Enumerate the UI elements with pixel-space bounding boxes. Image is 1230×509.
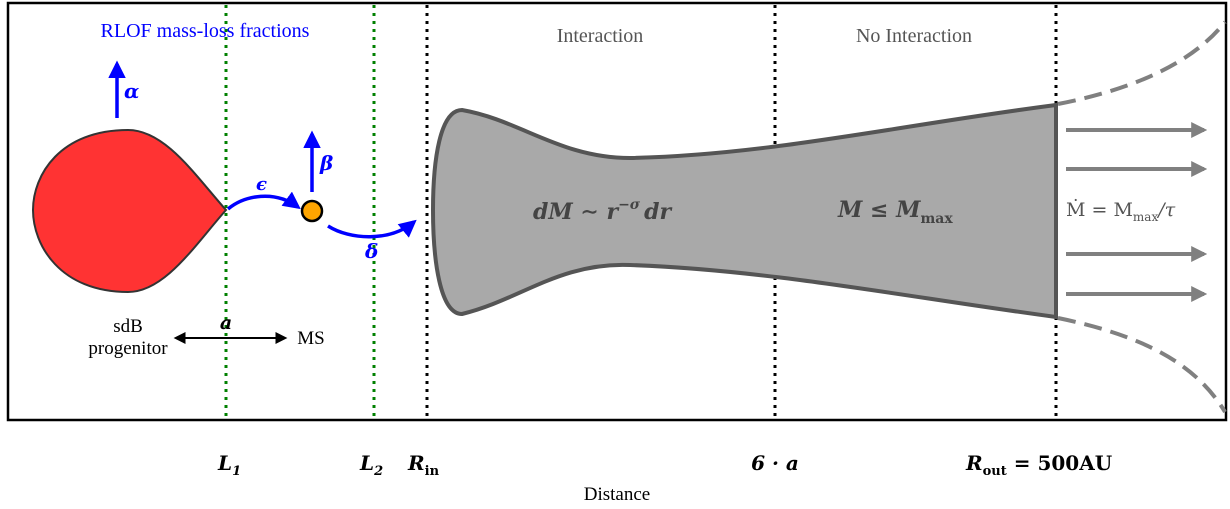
tick-r-in: Rin (407, 451, 440, 479)
epsilon-arrow (226, 191, 301, 211)
alpha-label: α (124, 79, 139, 103)
mass-limit: M ≤ Mmax (837, 197, 953, 227)
separation-label: a (220, 312, 232, 334)
interaction-label: Interaction (557, 25, 644, 47)
epsilon-label: ϵ (256, 174, 267, 195)
tick-six-a: 6 · a (751, 451, 799, 475)
delta-label: δ (364, 239, 378, 263)
sdb-label: sdB (113, 316, 143, 337)
ms-label: MS (297, 328, 324, 349)
lower-flare (1057, 316, 1227, 414)
progenitor-label: progenitor (88, 338, 168, 359)
outflow-rate: Ṁ = Mmax/τ (1066, 198, 1176, 224)
delta-arrow (327, 219, 417, 239)
sdb-progenitor-star (31, 128, 228, 294)
upper-flare (1057, 20, 1227, 106)
tick-l2: L2 (359, 451, 383, 479)
x-axis-label: Distance (584, 484, 650, 505)
plot-frame (6, 1, 1228, 422)
no-interaction-label: No Interaction (856, 25, 972, 47)
ms-companion-star (300, 199, 324, 223)
tick-l1: L1 (217, 451, 241, 479)
tick-r-out: Rout = 500AU (965, 451, 1112, 479)
circumbinary-disk (430, 102, 1058, 320)
rlof-title: RLOF mass-loss fractions (101, 20, 310, 42)
beta-label: β (319, 151, 333, 175)
